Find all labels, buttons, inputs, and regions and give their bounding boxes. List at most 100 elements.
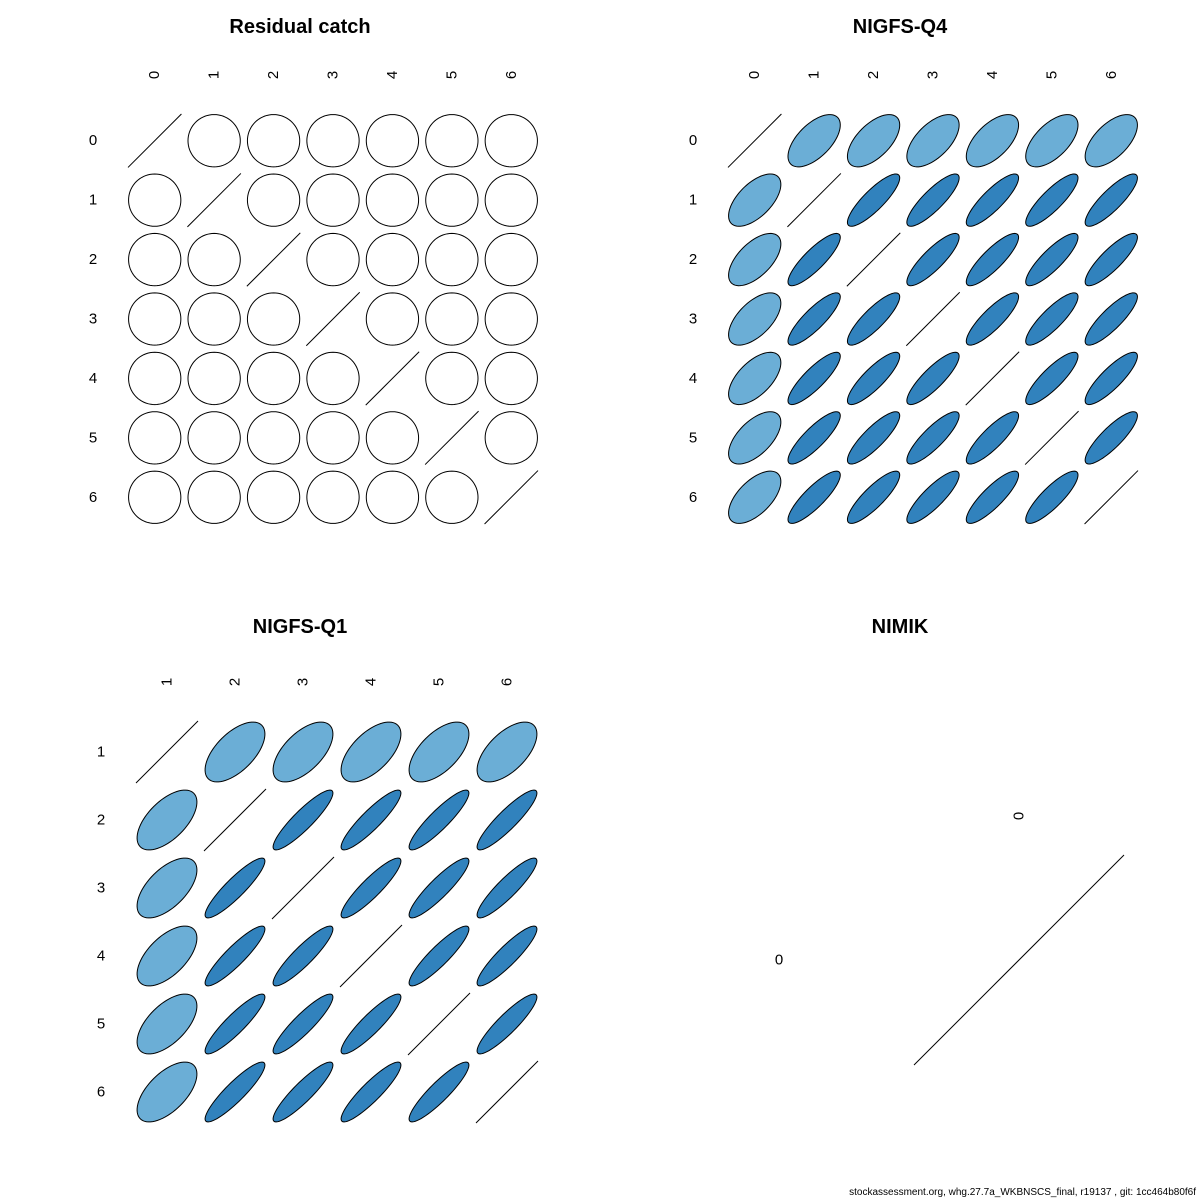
column-label: 4 [363, 678, 380, 686]
correlation-ellipse [340, 993, 402, 1055]
correlation-ellipse [246, 292, 301, 346]
correlation-ellipse [1084, 292, 1138, 346]
correlation-ellipse [476, 993, 538, 1055]
correlation-ellipse [906, 232, 960, 287]
correlation-ellipse [476, 789, 538, 851]
correlation-ellipse [306, 173, 360, 227]
correlation-ellipse [340, 721, 402, 783]
diagonal-mark [965, 351, 1020, 406]
diagonal-mark [407, 992, 471, 1056]
correlation-ellipse [476, 925, 538, 987]
correlation-ellipse [1084, 351, 1138, 406]
correlation-ellipse [128, 411, 182, 465]
correlation-ellipse [128, 292, 182, 346]
correlation-ellipse [484, 411, 538, 465]
diagonal-mark [271, 856, 335, 920]
correlation-ellipse [136, 925, 198, 987]
column-label: 2 [265, 71, 282, 79]
correlation-ellipse [484, 351, 538, 406]
correlation-ellipse [365, 114, 420, 168]
diagonal-mark [203, 788, 267, 852]
panel-title: NIGFS-Q1 [253, 616, 347, 638]
correlation-ellipse [246, 470, 301, 524]
correlation-ellipse [136, 1061, 198, 1123]
diagonal-mark [727, 113, 782, 168]
correlation-ellipse [136, 789, 198, 851]
column-label: 5 [443, 71, 460, 79]
correlation-ellipse [787, 292, 841, 346]
correlation-ellipse [246, 114, 301, 168]
diagonal-mark [135, 720, 199, 784]
column-label: 3 [925, 71, 942, 79]
correlation-ellipse [846, 292, 901, 346]
correlation-ellipse [476, 721, 538, 783]
correlation-ellipse [476, 857, 538, 919]
diagonal-mark [187, 173, 242, 228]
correlation-ellipse [1084, 411, 1138, 465]
row-label: 6 [689, 489, 697, 506]
row-label: 1 [97, 744, 105, 761]
correlation-ellipse [728, 411, 782, 465]
correlation-ellipse [728, 470, 782, 524]
column-label: 4 [984, 71, 1001, 79]
column-label: 6 [503, 71, 520, 79]
correlation-ellipse [787, 351, 841, 406]
correlation-ellipse [187, 114, 241, 168]
correlation-ellipse [272, 1061, 334, 1123]
correlation-ellipse [846, 173, 901, 227]
correlation-ellipse [340, 1061, 402, 1123]
correlation-ellipse [1025, 292, 1079, 346]
correlation-ellipse [365, 292, 420, 346]
row-label: 3 [689, 311, 697, 328]
correlation-ellipse [187, 470, 241, 524]
row-label: 5 [97, 1016, 105, 1033]
row-label: 0 [775, 952, 783, 969]
column-label: 3 [295, 678, 312, 686]
row-label: 6 [97, 1084, 105, 1101]
diagonal-mark [787, 173, 842, 228]
correlation-ellipse [1025, 351, 1079, 406]
correlation-ellipse [425, 470, 479, 524]
correlation-ellipse [408, 925, 470, 987]
correlation-ellipse [272, 925, 334, 987]
correlation-ellipse [187, 232, 241, 287]
correlation-ellipse [204, 1061, 266, 1123]
correlation-ellipse [1084, 114, 1138, 168]
correlation-ellipse [272, 993, 334, 1055]
correlation-ellipse [408, 789, 470, 851]
correlation-ellipse [906, 411, 960, 465]
row-label: 4 [97, 948, 105, 965]
correlation-ellipse [906, 173, 960, 227]
correlation-ellipse [965, 292, 1020, 346]
column-label: 5 [1043, 71, 1060, 79]
column-label: 1 [159, 678, 176, 686]
diagonal-mark [424, 410, 479, 465]
correlation-ellipse [787, 411, 841, 465]
correlation-ellipse [187, 292, 241, 346]
correlation-ellipse [425, 351, 479, 406]
correlation-ellipse [965, 173, 1020, 227]
correlation-ellipse [204, 925, 266, 987]
correlation-ellipse [906, 470, 960, 524]
diagonal-mark [1084, 470, 1139, 525]
correlation-ellipse [246, 351, 301, 406]
panel-title: NIMIK [872, 616, 929, 638]
correlation-ellipse [1025, 114, 1079, 168]
correlation-ellipse [128, 470, 182, 524]
correlation-ellipse [728, 232, 782, 287]
column-label: 6 [1103, 71, 1120, 79]
column-label: 4 [384, 71, 401, 79]
correlation-ellipse [787, 470, 841, 524]
correlation-ellipse [272, 721, 334, 783]
correlation-ellipse [128, 232, 182, 287]
correlation-ellipse [306, 114, 360, 168]
correlation-ellipse [136, 993, 198, 1055]
correlation-ellipse [846, 114, 901, 168]
row-label: 0 [89, 132, 97, 149]
correlation-ellipse [965, 114, 1020, 168]
column-label: 3 [325, 71, 342, 79]
diagonal-mark [913, 854, 1125, 1066]
correlation-ellipse [340, 789, 402, 851]
